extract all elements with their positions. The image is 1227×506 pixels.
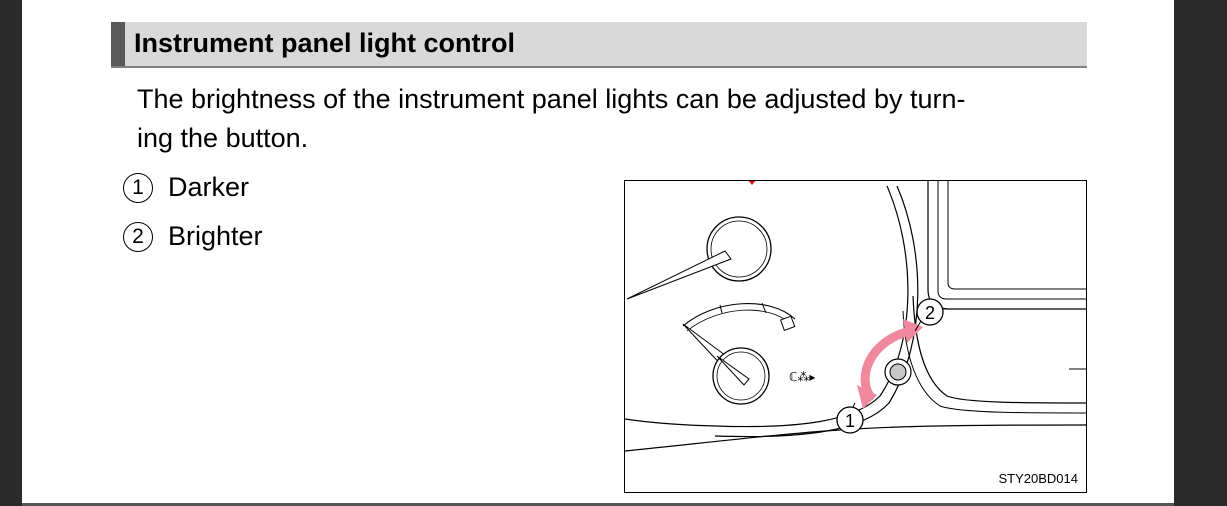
heading-marker: [111, 22, 125, 66]
list-item-brighter: 2 Brighter: [123, 221, 263, 252]
list-label-brighter: Brighter: [168, 221, 263, 251]
lower-gauge-ring: [716, 351, 766, 401]
upper-gauge-needle: [626, 250, 732, 300]
body-line-2: ing the button.: [137, 123, 309, 153]
rotation-arrow-band: [860, 326, 915, 401]
frame-line-5: [902, 310, 1086, 414]
figure-code: STY20BD014: [998, 471, 1079, 486]
fuel-gauge-arc-inner: [686, 309, 792, 332]
upper-gauge: [706, 216, 772, 282]
heading-title: Instrument panel light control: [134, 28, 516, 58]
rotation-arrowhead-up: [903, 319, 923, 343]
manual-page: Instrument panel light control The brigh…: [22, 0, 1174, 506]
callout-2-number: 2: [925, 303, 935, 323]
body-line-1: The brightness of the instrument panel l…: [137, 84, 966, 114]
fuel-tick-marks: [719, 302, 767, 314]
lower-gauge-pointer: [716, 355, 750, 386]
page-bottom-edge: [22, 503, 1174, 506]
fuel-gauge-arc: [682, 303, 796, 327]
section-heading: Instrument panel light control: [111, 22, 1087, 68]
instrument-panel-illustration: ℂ⁂▸ 1 2 STY20BD014: [624, 180, 1087, 493]
frame-line-2: [937, 181, 1086, 300]
callout-1-circle: [836, 406, 864, 434]
callout-2-leader: [914, 320, 922, 332]
rotation-arrowhead-down: [857, 385, 877, 409]
frame-line-4: [912, 295, 1086, 404]
list-number-2: 2: [123, 221, 153, 252]
list-number-1: 1: [123, 172, 153, 203]
brightness-knob: [889, 363, 907, 381]
frame-line-3: [947, 181, 1086, 290]
cluster-inner-arc: [714, 185, 919, 438]
list-item-darker: 1 Darker: [123, 172, 249, 203]
body-paragraph: The brightness of the instrument panel l…: [137, 80, 1087, 158]
fuel-pump-mark: [779, 315, 796, 331]
illustration-drawing: ℂ⁂▸ 1 2: [625, 181, 1086, 452]
list-label-darker: Darker: [168, 172, 250, 202]
upper-gauge-ring: [710, 220, 768, 278]
callout-2-circle: [916, 298, 944, 326]
red-mark: [749, 181, 755, 185]
illumination-symbol: ℂ⁂▸: [789, 370, 815, 384]
frame-line-1: [927, 181, 1086, 310]
callout-1-number: 1: [845, 411, 855, 431]
